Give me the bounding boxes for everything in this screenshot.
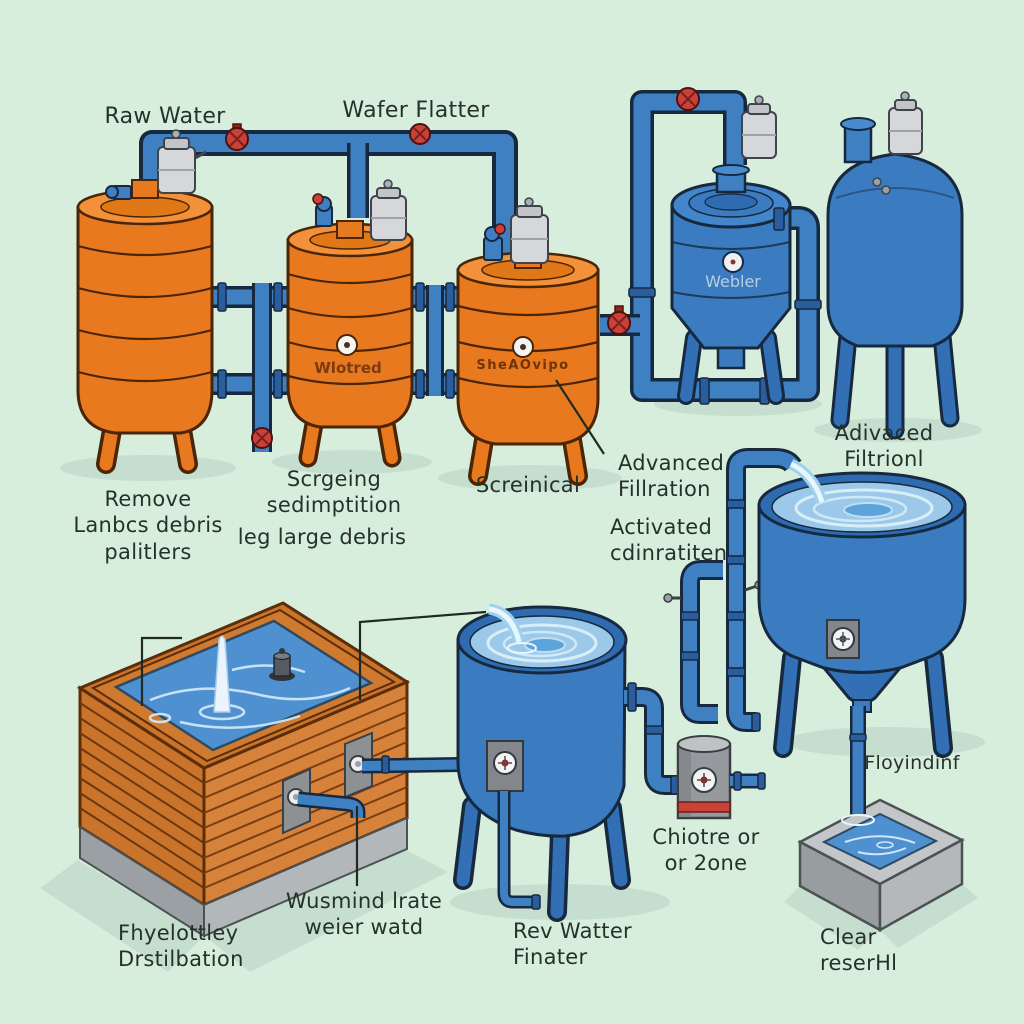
label-remove-debris: Remove Lanbcs debris palitlers [73,487,223,564]
tank2-tank3-manifold [412,282,458,399]
pipe-fitting-icon [312,193,333,227]
label-activated: Activated cdinratiten [610,515,728,566]
orange-tank-3 [456,197,600,486]
motor-unit-icon [370,179,407,241]
motor-unit-icon [888,91,923,155]
gauge-icon [512,336,534,358]
red-valve-icon [409,123,431,145]
label-physical-distribution: Fhyelottley Drstilbation [118,921,244,972]
label-clear-reservoir: Clear reserHl [820,925,898,976]
label-flowing: Floyindinf [864,752,960,774]
red-valve-icon [676,87,700,111]
raw-water-pipe-run [139,130,518,265]
orange-tank-1 [76,129,214,474]
tank-to-well-pipe [841,706,875,826]
red-valve-icon [251,427,273,449]
label-chlorine: Chiotre or or 2one [652,825,760,876]
gauge-icon [722,251,744,273]
badge-tank2: Wlotred [314,359,382,377]
label-screnical: Screinical [475,473,581,497]
tank-to-chlorine-pipe [624,682,680,795]
well-water [821,812,939,871]
rev-water-filter-tank [453,605,631,922]
pipe-fitting-icon [483,223,506,261]
blue-tank-webler [670,95,792,405]
drain-plug-icon [269,648,295,681]
gauge-icon [336,334,358,356]
motor-unit-icon [157,129,207,194]
label-advaced-filtrionl: Adivaced Filtrionl [834,421,934,472]
pipe-fitting-icon [105,185,132,200]
label-rev-water: Rev Watter Finater [513,919,632,970]
inflow-stream [788,458,828,504]
blue-tank-pipe-loop [628,90,822,405]
pipe-rack [663,448,802,732]
badge-blue-tank: Webler [705,272,761,291]
motor-unit-icon [510,197,549,264]
label-advanced-filtration: Advanced Fillration [618,451,725,502]
basin-outlet-panel [344,731,373,799]
motor-unit-icon [741,95,777,159]
red-valve-icon [225,123,249,151]
tank1-tank2-manifold [212,282,288,452]
chlorine-cylinder [676,735,766,820]
leader-lines [140,379,605,886]
fountain-jet [213,635,231,713]
label-large-debris: leg large debris [237,525,407,549]
basin-water [113,619,374,752]
inflow-stream [487,603,537,654]
control-panel [486,740,524,792]
control-panel [826,619,860,659]
label-washed-water: Wusmind lrate weier watd [285,889,443,940]
badge-tank3: SheAOvipo [476,358,570,373]
gauge-icon [691,767,717,793]
blue-tank-advanced [826,91,964,440]
red-valve-icon [607,305,631,335]
clear-well [797,798,965,933]
label-raw-water: Raw Water [104,104,226,129]
label-wafer-flatter: Wafer Flatter [342,98,490,123]
label-screening: Scrgeing sedimptition [266,467,402,518]
orange-tank-2 [286,179,414,468]
red-band [677,801,731,813]
